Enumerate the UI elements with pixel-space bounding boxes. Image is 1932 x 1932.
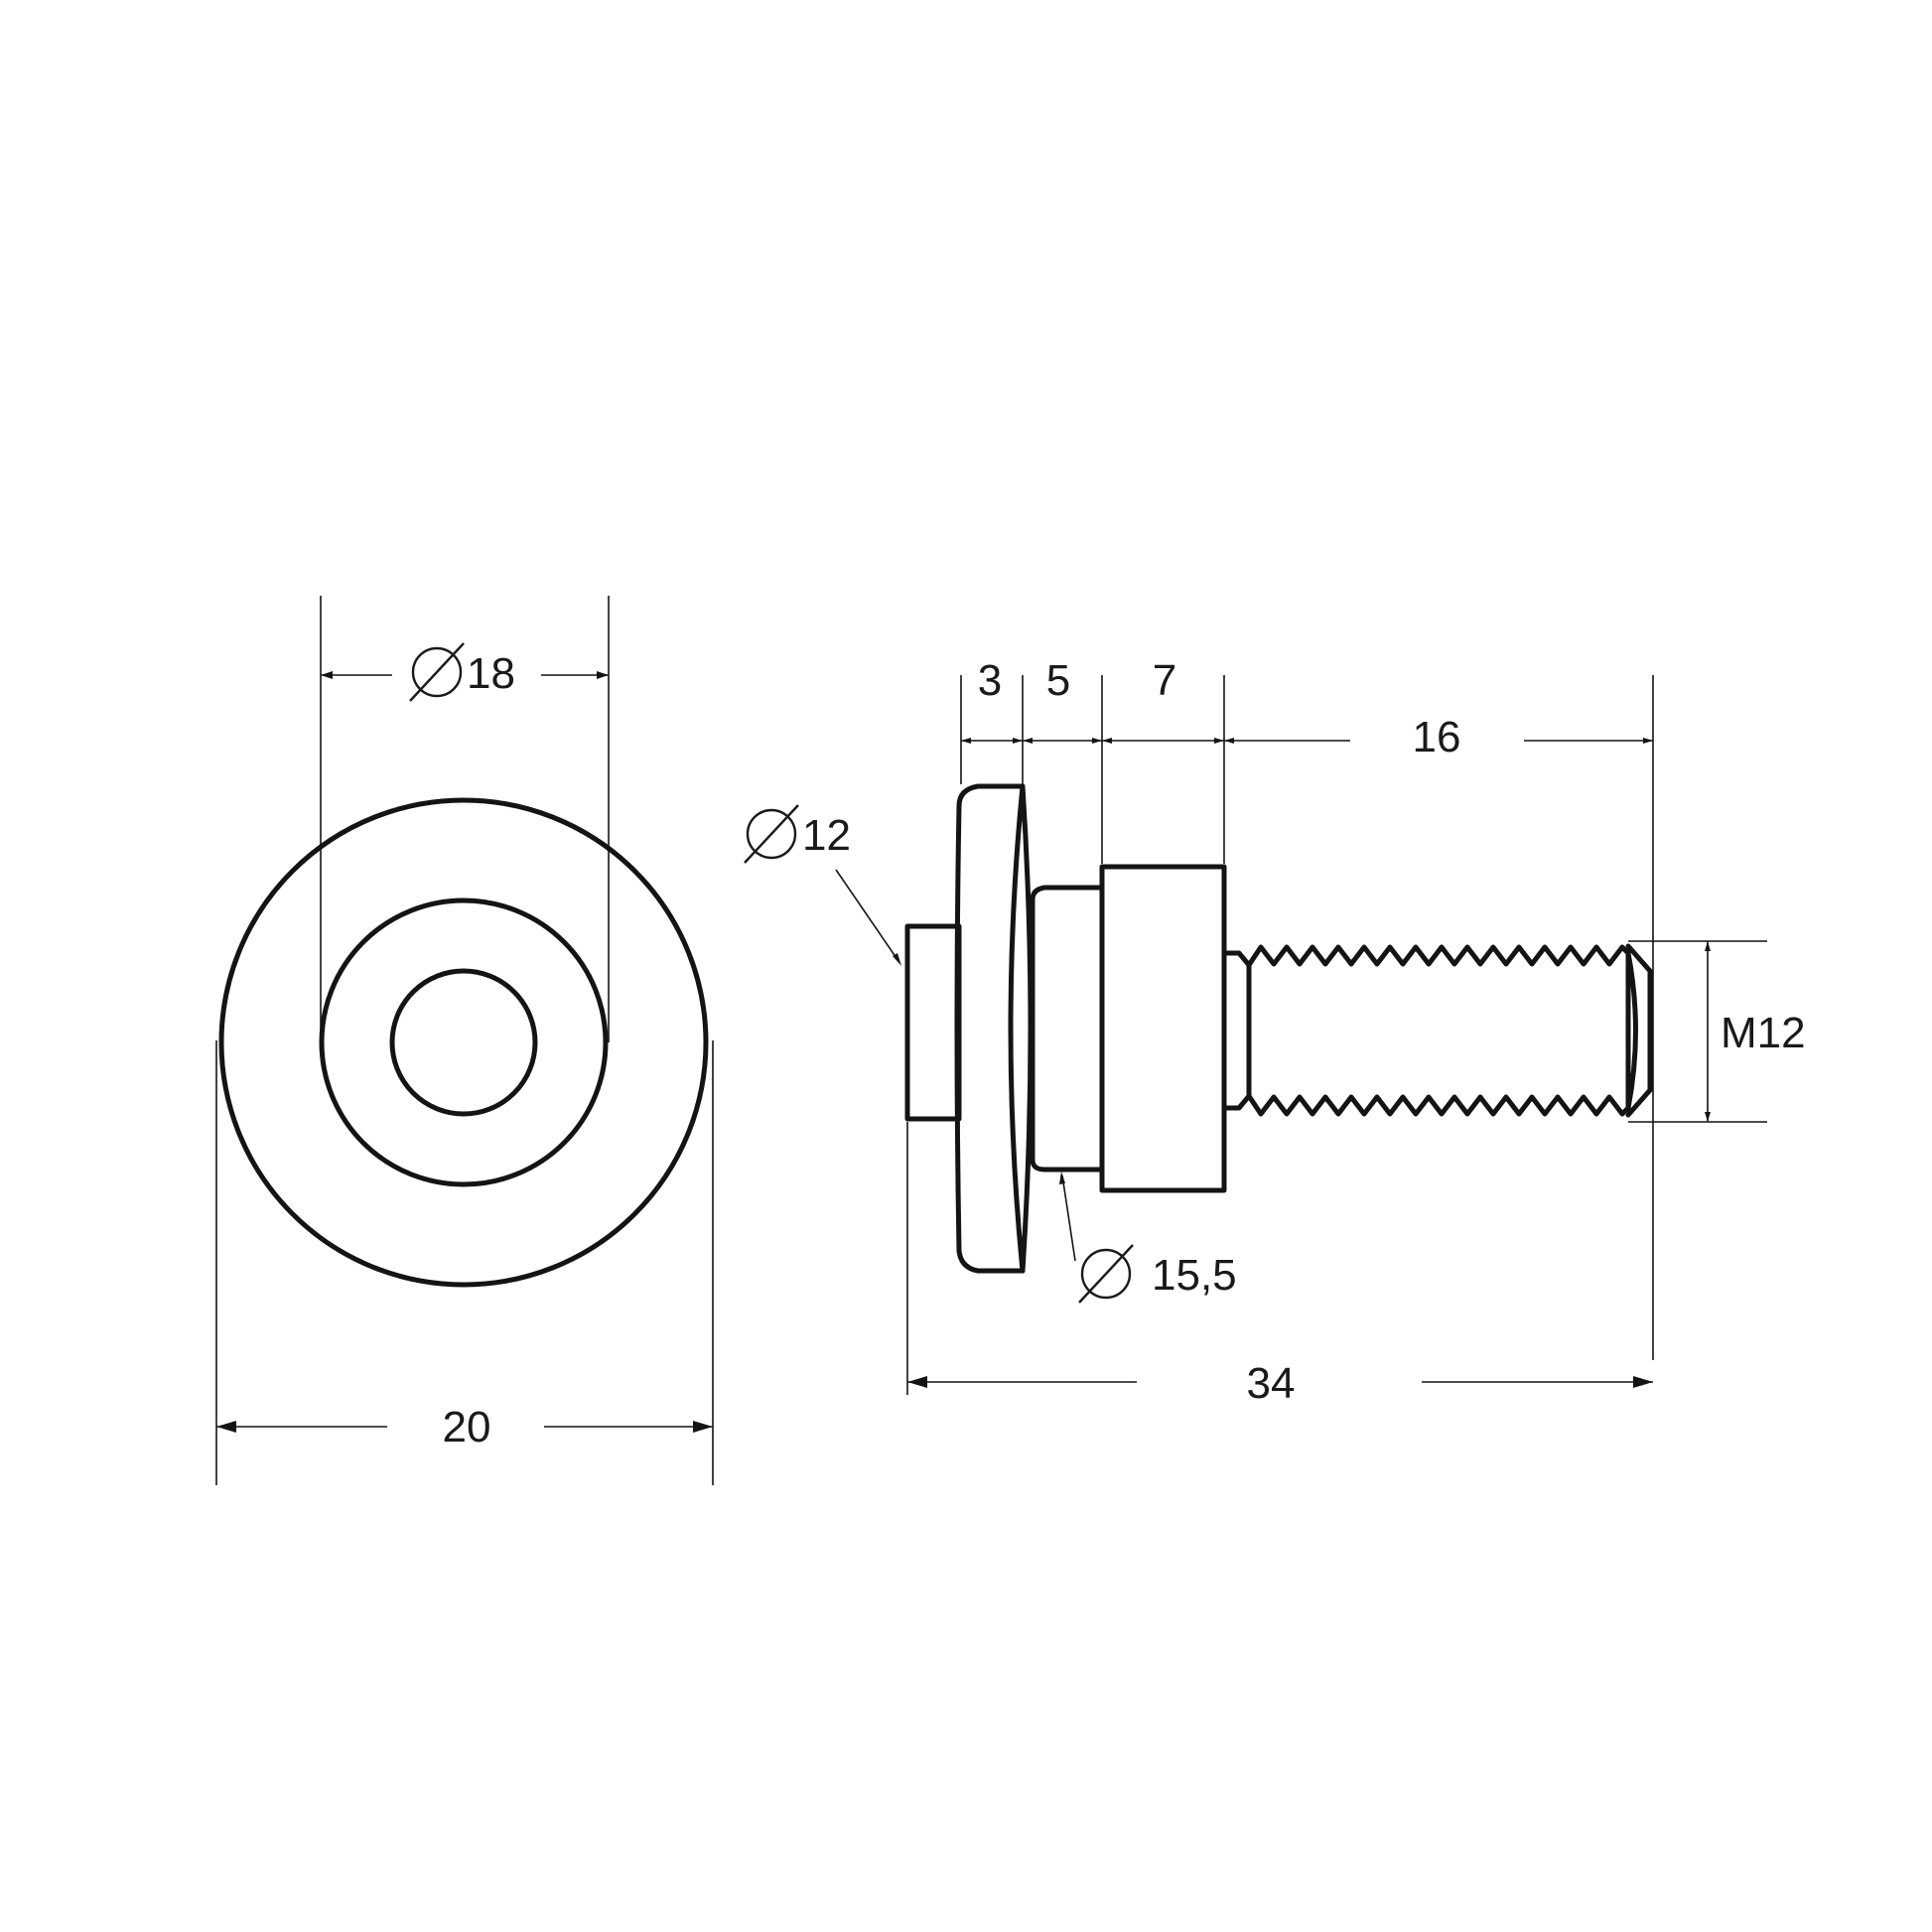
dimension-dia-15-5: 15,5 xyxy=(1059,1172,1237,1304)
side-view: 3 5 7 16 34 12 xyxy=(744,656,1806,1408)
inner-circle xyxy=(389,968,538,1117)
dimension-m12: M12 xyxy=(1628,940,1806,1123)
flange-face xyxy=(1008,783,1026,1274)
dimension-18: 18 xyxy=(320,596,610,1042)
collar xyxy=(1099,864,1227,1193)
dim-15-5-label: 15,5 xyxy=(1152,1251,1237,1300)
dimension-16: 16 xyxy=(1224,713,1653,761)
dim-16-label: 16 xyxy=(1413,713,1461,761)
diameter-symbol-icon xyxy=(1078,1244,1134,1304)
dim-20-label: 20 xyxy=(443,1403,491,1451)
dim-3-label: 3 xyxy=(978,656,1002,705)
thread-outline xyxy=(1221,950,1252,1111)
dim-34-label: 34 xyxy=(1247,1359,1296,1408)
dimension-dia-12: 12 xyxy=(744,804,901,966)
diameter-symbol-icon xyxy=(744,804,799,864)
thread-end xyxy=(1625,943,1653,1118)
dim-7-label: 7 xyxy=(1153,656,1176,705)
diameter-symbol-icon xyxy=(409,642,465,702)
front-view: 18 20 xyxy=(215,596,714,1485)
thread-top xyxy=(1246,944,1631,968)
dim-5-label: 5 xyxy=(1046,656,1070,705)
flange xyxy=(954,783,1034,1274)
thread-bottom xyxy=(1246,1093,1631,1117)
dim-m12-label: M12 xyxy=(1721,1009,1806,1057)
small-cylinder xyxy=(904,923,962,1122)
neck xyxy=(1030,885,1105,1173)
outer-circle xyxy=(218,797,709,1288)
dimension-chain: 3 5 7 xyxy=(961,656,1224,744)
middle-circle xyxy=(319,897,609,1187)
dimension-34: 34 xyxy=(907,1359,1653,1408)
dim-18-label: 18 xyxy=(467,649,515,698)
dimension-20: 20 xyxy=(215,1040,714,1485)
dim-12-label: 12 xyxy=(802,811,851,860)
